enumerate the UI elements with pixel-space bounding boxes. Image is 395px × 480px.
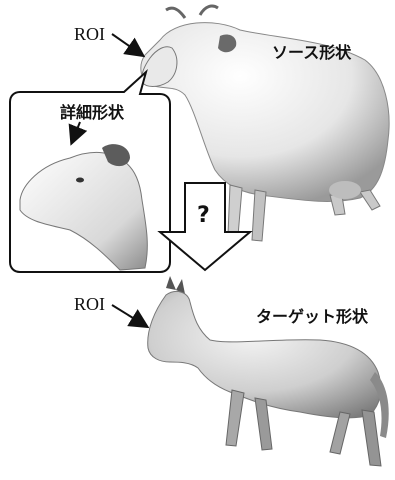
target-horse-shape	[147, 276, 389, 467]
roi-source-arrow	[111, 33, 146, 58]
detail-shape-label: 詳細形状	[60, 103, 125, 122]
roi-target-arrow	[111, 304, 150, 329]
detail-shape-arrow	[68, 121, 88, 146]
roi-source-label: ROI	[74, 24, 105, 44]
source-cow-shape	[140, 4, 390, 242]
roi-target-label: ROI	[74, 294, 105, 314]
source-shape-label: ソース形状	[272, 43, 352, 62]
transfer-arrow	[157, 182, 253, 272]
target-shape-label: ターゲット形状	[256, 307, 369, 326]
detail-shape-callout	[9, 68, 171, 273]
question-mark: ?	[197, 203, 210, 228]
